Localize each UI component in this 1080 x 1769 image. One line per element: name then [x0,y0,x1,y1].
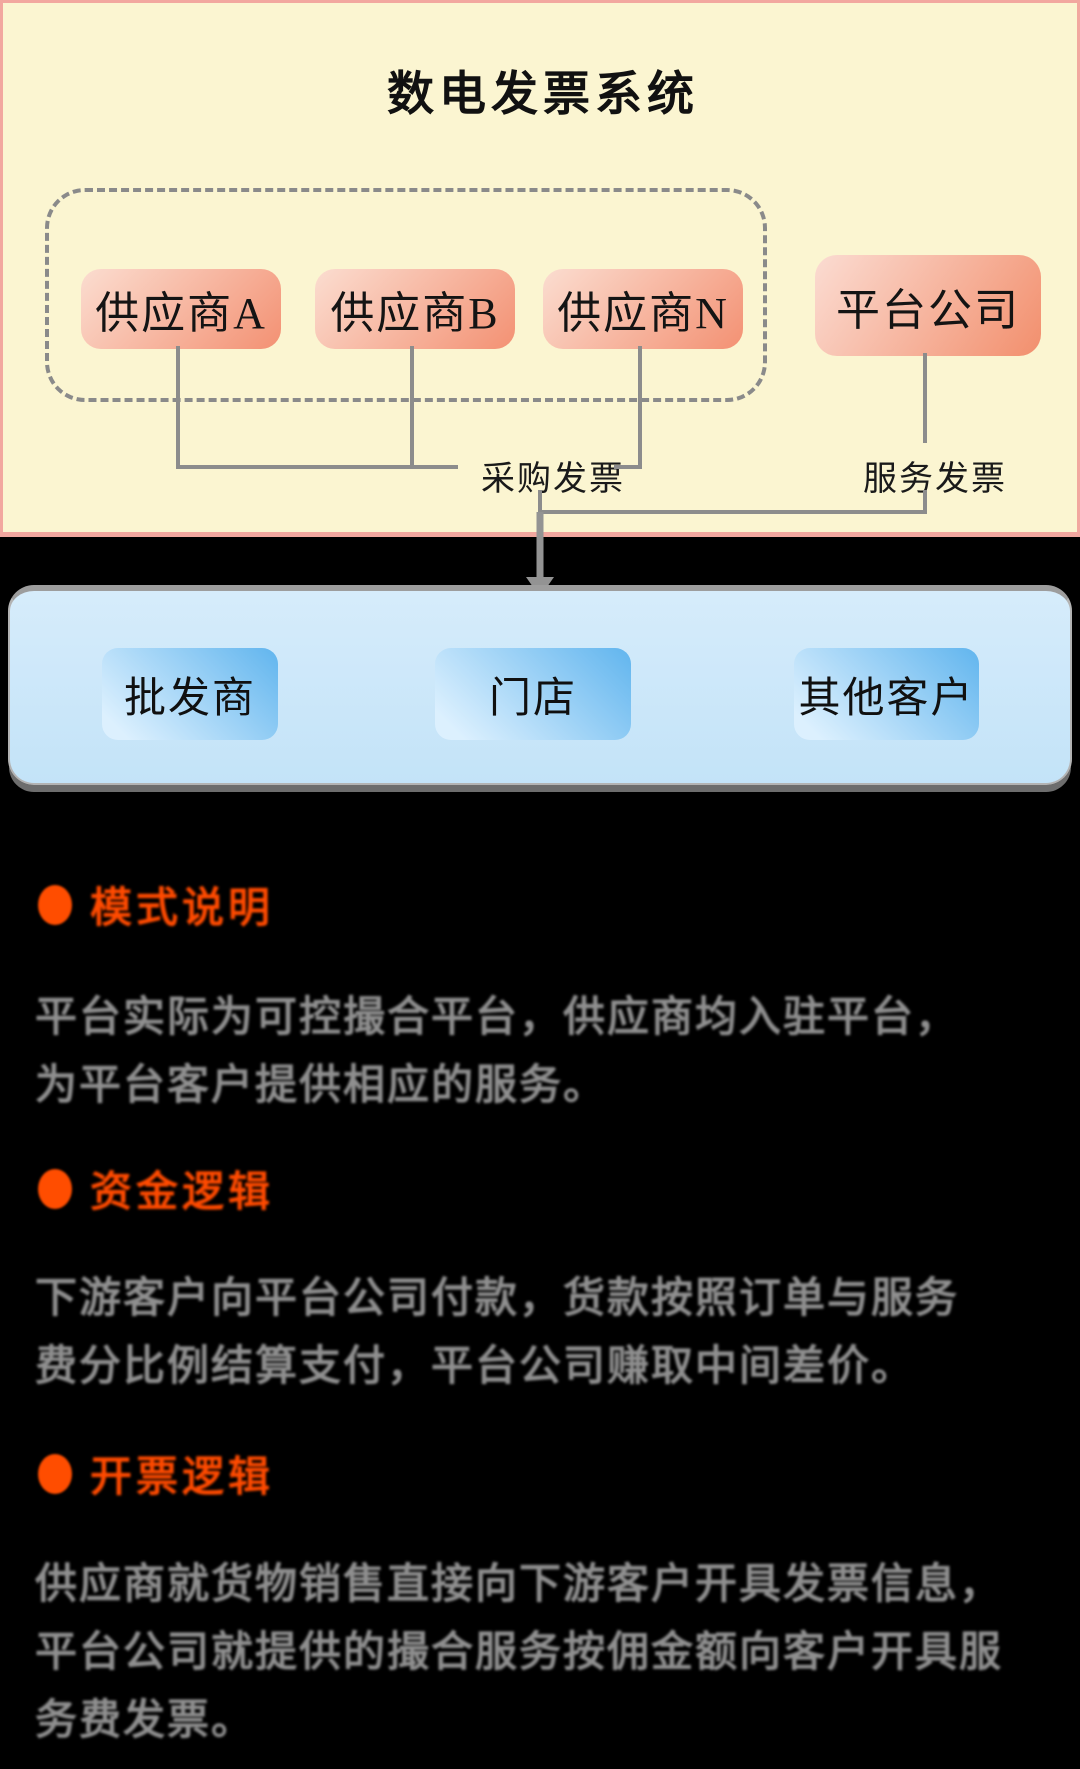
section-heading-mode: 模式说明 [38,874,274,935]
other-customers-label: 其他客户 [798,675,975,722]
paragraph-line: 供应商就货物销售直接向下游客户开具发票信息， [35,1560,1004,1607]
platform-company-label: 平台公司 [836,285,1020,335]
paragraph-line: 费分比例结算支付，平台公司赚取中间差价。 [35,1342,916,1389]
bullet-icon [38,884,72,925]
store-label: 门店 [488,675,577,722]
mode-paragraph: 平台实际为可控撮合平台，供应商均入驻平台， 为平台客户提供相应的服务。 [35,983,1051,1119]
supplier-b-label: 供应商B [330,289,500,338]
service-invoice-label: 服务发票 [863,461,1007,498]
supplier-a-box: 供应商A [81,269,281,349]
wholesaler-label: 批发商 [123,675,256,722]
bullet-icon [38,1168,72,1209]
paragraph-line: 为平台客户提供相应的服务。 [35,1061,608,1108]
bullet-icon [38,1453,72,1494]
paragraph-line: 平台实际为可控撮合平台，供应商均入驻平台， [35,993,960,1040]
invoicing-paragraph: 供应商就货物销售直接向下游客户开具发票信息， 平台公司就提供的撮合服务按佣金额向… [35,1550,1051,1754]
section-heading-funds-label: 资金逻辑 [90,1168,275,1215]
supplier-n-label: 供应商N [557,289,729,338]
customers-panel: 批发商 门店 其他客户 [8,585,1072,785]
wholesaler-box: 批发商 [102,648,278,740]
store-box: 门店 [435,648,631,740]
section-heading-invoicing: 开票逻辑 [38,1443,274,1504]
invoice-system-panel: 数电发票系统 供应商A 供应商B 供应商N 平台公司 采购发票 服务发票 [0,0,1080,537]
supplier-a-label: 供应商A [95,289,267,338]
section-heading-funds: 资金逻辑 [38,1158,274,1219]
purchase-invoice-label: 采购发票 [481,461,625,498]
funds-paragraph: 下游客户向平台公司付款，货款按照订单与服务 费分比例结算支付，平台公司赚取中间差… [35,1264,1051,1400]
platform-company-box: 平台公司 [815,255,1041,356]
supplier-n-box: 供应商N [543,269,743,349]
paragraph-line: 下游客户向平台公司付款，货款按照订单与服务 [35,1274,960,1321]
paragraph-line: 平台公司就提供的撮合服务按佣金额向客户开具服 [35,1628,1004,1675]
section-heading-invoicing-label: 开票逻辑 [90,1453,275,1500]
diagram-title: 数电发票系统 [387,67,699,120]
section-heading-mode-label: 模式说明 [90,884,275,931]
suppliers-dashed-group [45,188,767,402]
supplier-b-box: 供应商B [315,269,515,349]
other-customers-box: 其他客户 [794,648,979,740]
paragraph-line: 务费发票。 [35,1696,256,1743]
